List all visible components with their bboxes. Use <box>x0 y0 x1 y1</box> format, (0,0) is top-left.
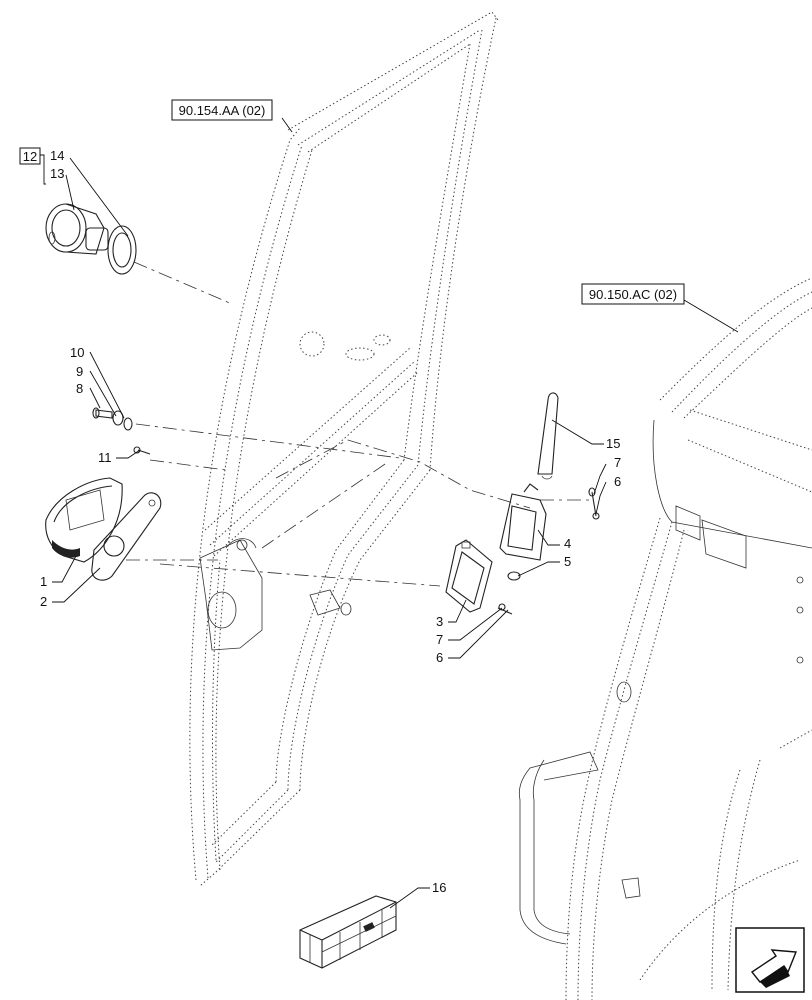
lock-cylinder-part <box>45 203 137 275</box>
callout-13: 13 <box>50 166 64 181</box>
callout-6b: 6 <box>614 474 621 489</box>
callout-7a: 7 <box>436 632 443 647</box>
assembly-centerlines <box>126 261 590 587</box>
callout-9: 9 <box>76 364 83 379</box>
callout-2: 2 <box>40 594 47 609</box>
callout-3: 3 <box>436 614 443 629</box>
callout-1: 1 <box>40 574 47 589</box>
cab-reference-label: 90.150.AC (02) <box>589 287 677 302</box>
callout-8: 8 <box>76 381 83 396</box>
callout-5: 5 <box>564 554 571 569</box>
screw-washer-parts <box>92 407 151 455</box>
callout-15: 15 <box>606 436 620 451</box>
inner-handle-part <box>45 477 162 581</box>
kit-label: 12 <box>23 149 37 164</box>
door-frame <box>189 11 499 887</box>
callout-6a: 6 <box>436 650 443 665</box>
latch-body-part <box>497 483 547 615</box>
crate-part <box>299 895 397 969</box>
kit-box: 12 <box>19 147 41 165</box>
leader-lines <box>40 117 739 909</box>
door-reference-box[interactable]: 90.154.AA (02) <box>171 99 273 121</box>
callout-11: 11 <box>98 450 112 465</box>
rod-part <box>537 392 559 480</box>
callout-7b: 7 <box>614 455 621 470</box>
callout-16: 16 <box>432 880 446 895</box>
cab-structure <box>518 277 812 1000</box>
cab-reference-box[interactable]: 90.150.AC (02) <box>581 283 685 305</box>
callout-14: 14 <box>50 148 64 163</box>
door-reference-label: 90.154.AA (02) <box>179 103 266 118</box>
arrow-icon[interactable] <box>735 927 805 993</box>
callout-4: 4 <box>564 536 571 551</box>
outer-handle-part <box>445 539 493 613</box>
callouts: 14 13 10 9 8 11 1 2 3 7 6 15 7 6 4 5 16 <box>40 148 621 895</box>
callout-10: 10 <box>70 345 84 360</box>
